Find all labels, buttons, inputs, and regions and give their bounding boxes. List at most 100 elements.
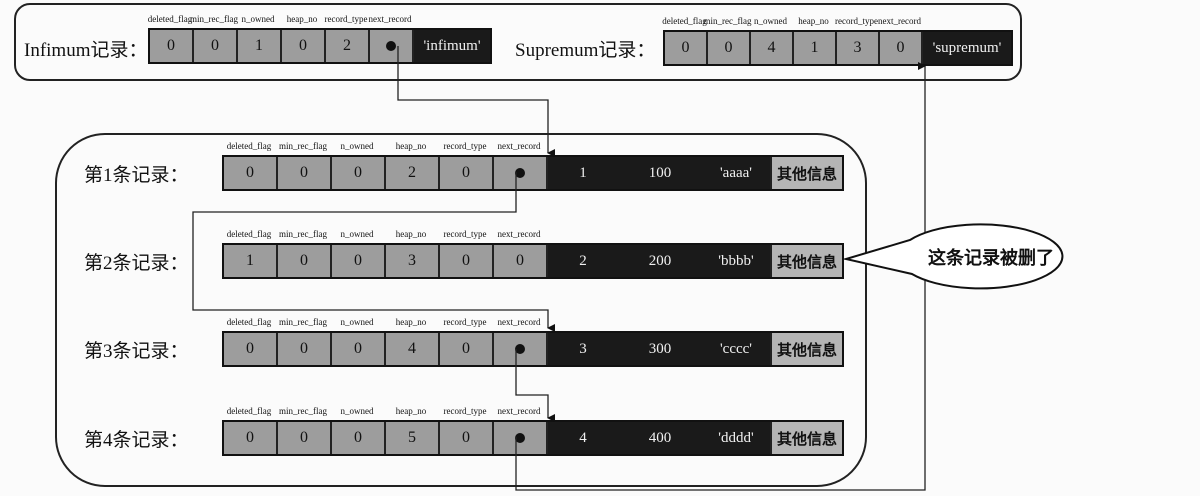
- user-records-box: [55, 133, 867, 487]
- pointer-dot-icon: [515, 433, 525, 443]
- field-header-next-record: next_record: [497, 141, 541, 151]
- other-info: 其他信息: [770, 333, 842, 365]
- field-min-rec-flag: 0: [278, 245, 332, 277]
- field-value: 0: [300, 164, 308, 181]
- field-record-type: 3: [837, 32, 880, 64]
- field-header-min-rec-flag: min_rec_flag: [279, 141, 327, 151]
- field-value: 1: [246, 252, 254, 269]
- record-label: 第1条记录：: [84, 165, 189, 186]
- field-deleted-flag: 0: [224, 157, 278, 189]
- field-n-owned: 0: [332, 157, 386, 189]
- record-label: 第2条记录：: [84, 253, 189, 274]
- field-header-heap-no: heap_no: [395, 229, 427, 239]
- system-records-box: [14, 3, 1022, 81]
- column-num: 400: [648, 429, 672, 446]
- field-header-min-rec-flag: min_rec_flag: [190, 14, 238, 24]
- field-header-next-record: next_record: [368, 14, 412, 24]
- field-header-record-type: record_type: [443, 141, 487, 151]
- field-heap-no: 0: [282, 30, 326, 62]
- name-value: 'infimum': [423, 37, 481, 54]
- field-next-record: [370, 30, 414, 62]
- field-value: 2: [408, 164, 416, 181]
- field-deleted-flag: 1: [224, 245, 278, 277]
- field-value: 0: [681, 39, 690, 56]
- column-id: 1: [579, 164, 587, 181]
- field-next-record: [494, 157, 548, 189]
- name-value: 'supremum': [932, 39, 1002, 56]
- field-heap-no: 1: [794, 32, 837, 64]
- field-deleted-flag: 0: [150, 30, 194, 62]
- field-header-record-type: record_type: [835, 16, 878, 26]
- field-value: 0: [462, 164, 470, 181]
- field-header-heap-no: heap_no: [286, 14, 318, 24]
- column-id: 3: [579, 340, 587, 357]
- pointer-dot-icon: [515, 344, 525, 354]
- column-num: 100: [648, 164, 672, 181]
- field-value: 4: [767, 39, 776, 56]
- field-header-n-owned: n_owned: [340, 141, 374, 151]
- field-next-record: [494, 333, 548, 365]
- field-header-deleted-flag: deleted_flag: [226, 229, 272, 239]
- other-info: 其他信息: [770, 157, 842, 189]
- pointer-dot-icon: [515, 168, 525, 178]
- field-next-record: [494, 422, 548, 454]
- field-header-n-owned: n_owned: [340, 406, 374, 416]
- field-heap-no: 5: [386, 422, 440, 454]
- field-deleted-flag: 0: [224, 422, 278, 454]
- field-record-type: 2: [326, 30, 370, 62]
- field-header-n-owned: n_owned: [340, 317, 374, 327]
- field-value: 0: [300, 429, 308, 446]
- field-value: 0: [354, 252, 362, 269]
- field-header-deleted-flag: deleted_flag: [662, 16, 707, 26]
- field-value: 0: [462, 340, 470, 357]
- other-info: 其他信息: [770, 422, 842, 454]
- field-header-heap-no: heap_no: [395, 141, 427, 151]
- field-header-min-rec-flag: min_rec_flag: [279, 406, 327, 416]
- infimum-label: Infimum记录：: [24, 40, 148, 61]
- field-next-record: 0: [880, 32, 923, 64]
- field-heap-no: 4: [386, 333, 440, 365]
- column-str: 'bbbb': [718, 252, 754, 269]
- field-header-deleted-flag: deleted_flag: [226, 317, 272, 327]
- field-header-next-record: next_record: [497, 229, 541, 239]
- field-header-min-rec-flag: min_rec_flag: [279, 229, 327, 239]
- field-min-rec-flag: 0: [278, 333, 332, 365]
- field-header-next-record: next_record: [497, 317, 541, 327]
- callout-text: 这条记录被删了: [928, 248, 1054, 269]
- field-value: 0: [246, 429, 254, 446]
- field-header-next-record: next_record: [878, 16, 921, 26]
- field-header-deleted-flag: deleted_flag: [147, 14, 193, 24]
- field-value: 0: [300, 252, 308, 269]
- field-heap-no: 3: [386, 245, 440, 277]
- field-header-deleted-flag: deleted_flag: [226, 406, 272, 416]
- callout-bubble: [842, 223, 1064, 290]
- field-header-record-type: record_type: [443, 317, 487, 327]
- arrow-infimum-to-record1: [397, 46, 555, 157]
- pointer-dot-icon: [386, 41, 396, 51]
- field-value: 0: [354, 340, 362, 357]
- field-header-n-owned: n_owned: [241, 14, 275, 24]
- field-header-record-type: record_type: [324, 14, 368, 24]
- field-header-min-rec-flag: min_rec_flag: [703, 16, 752, 26]
- field-min-rec-flag: 0: [278, 422, 332, 454]
- field-deleted-flag: 0: [224, 333, 278, 365]
- infimum-name: 'infimum': [414, 30, 490, 62]
- field-min-rec-flag: 0: [278, 157, 332, 189]
- field-value: 0: [516, 252, 524, 269]
- arrow-record4-to-supremum: [515, 62, 926, 491]
- field-header-heap-no: heap_no: [798, 16, 829, 26]
- field-value: 0: [724, 39, 733, 56]
- column-str: 'dddd': [718, 429, 754, 446]
- field-value: 1: [255, 37, 263, 54]
- record-label: 第4条记录：: [84, 430, 189, 451]
- column-str: 'cccc': [719, 340, 753, 357]
- field-header-deleted-flag: deleted_flag: [226, 141, 272, 151]
- field-n-owned: 1: [238, 30, 282, 62]
- field-value: 0: [896, 39, 905, 56]
- column-str: 'aaaa': [719, 164, 753, 181]
- field-n-owned: 0: [332, 245, 386, 277]
